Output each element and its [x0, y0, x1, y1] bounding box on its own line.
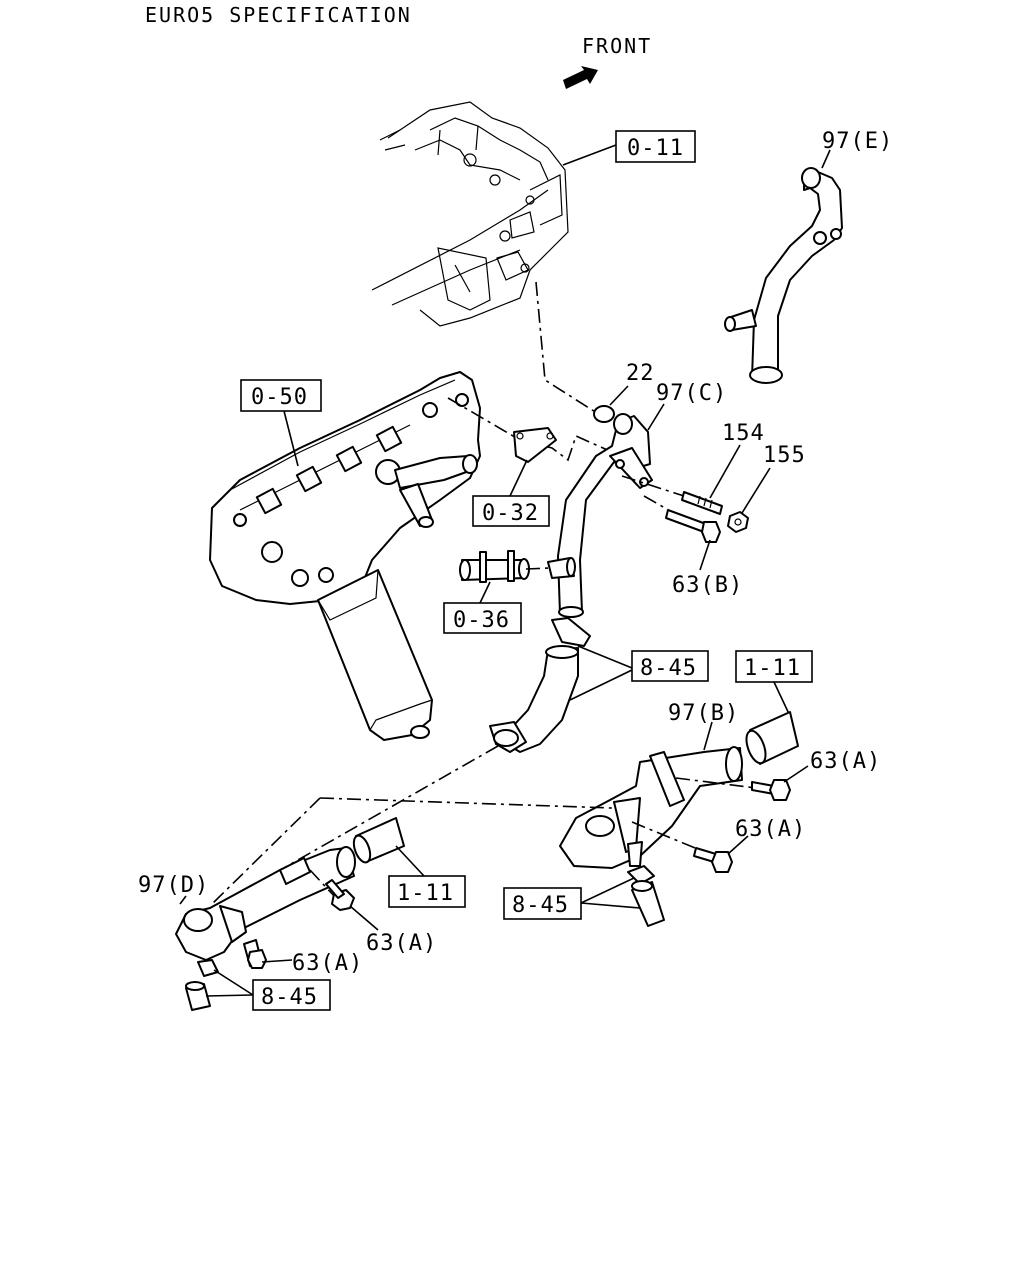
ref-label-0-36: 0-36 [453, 608, 510, 633]
stud-154 [681, 491, 723, 515]
ref-label-8-45-a: 8-45 [640, 656, 697, 681]
ref-label-0-50: 0-50 [251, 385, 308, 410]
water-pipe-97b [559, 746, 743, 869]
cylinder-block [371, 101, 569, 327]
part-label-63a-4: 63(A) [292, 951, 363, 976]
ref-label-0-11: 0-11 [627, 136, 684, 161]
part-label-63a-1: 63(A) [810, 749, 881, 774]
ref-box-0-11 [615, 130, 696, 163]
ref-label-1-11-b: 1-11 [397, 881, 454, 906]
ref-box-8-45-a [631, 650, 709, 682]
part-label-63b: 63(B) [672, 573, 743, 598]
bolt-63a-lower [325, 879, 355, 911]
part-label-97d: 97(D) [138, 873, 209, 898]
part-label-97c: 97(C) [656, 381, 727, 406]
ref-label-8-45-c: 8-45 [261, 985, 318, 1010]
hose-8-45-right [627, 865, 665, 927]
ref-box-0-36 [443, 602, 522, 634]
bolt-63a-upper [751, 779, 791, 801]
ref-box-0-50 [240, 379, 322, 412]
ref-box-0-32 [472, 495, 550, 527]
nut-155 [727, 511, 749, 533]
oil-cooler-housing [209, 371, 481, 741]
bolt-63b [665, 509, 721, 543]
gasket-0-32 [513, 427, 557, 463]
part-label-97b: 97(B) [668, 701, 739, 726]
ref-box-8-45-b [503, 887, 582, 920]
part-label-97e: 97(E) [822, 129, 893, 154]
part-label-154: 154 [722, 421, 765, 446]
water-pipe-97e [724, 167, 843, 384]
water-pipe-97c [557, 413, 653, 618]
hose-8-45-upper [489, 617, 591, 753]
union-0-36 [459, 550, 530, 583]
part-label-22: 22 [626, 361, 655, 386]
fitting-small [547, 557, 576, 579]
ref-box-1-11-b [388, 875, 466, 908]
o-ring-22 [593, 405, 615, 423]
ref-label-0-32: 0-32 [482, 501, 539, 526]
front-arrow-icon [563, 66, 598, 89]
water-pipe-97d [175, 846, 356, 967]
ref-label-8-45-b: 8-45 [512, 893, 569, 918]
spec-title: EURO5 SPECIFICATION [145, 3, 412, 27]
part-label-63a-2: 63(A) [735, 817, 806, 842]
bolt-63a-middle [693, 847, 733, 873]
ref-label-1-11-a: 1-11 [744, 656, 801, 681]
sleeve-1-11-upper [745, 711, 799, 765]
part-label-63a-3: 63(A) [366, 931, 437, 956]
sleeve-1-11-lower [352, 817, 405, 864]
front-label: FRONT [582, 34, 652, 58]
bolt-63a-bottom [247, 949, 267, 969]
hose-8-45-left [185, 959, 219, 1011]
part-label-155: 155 [763, 443, 806, 468]
